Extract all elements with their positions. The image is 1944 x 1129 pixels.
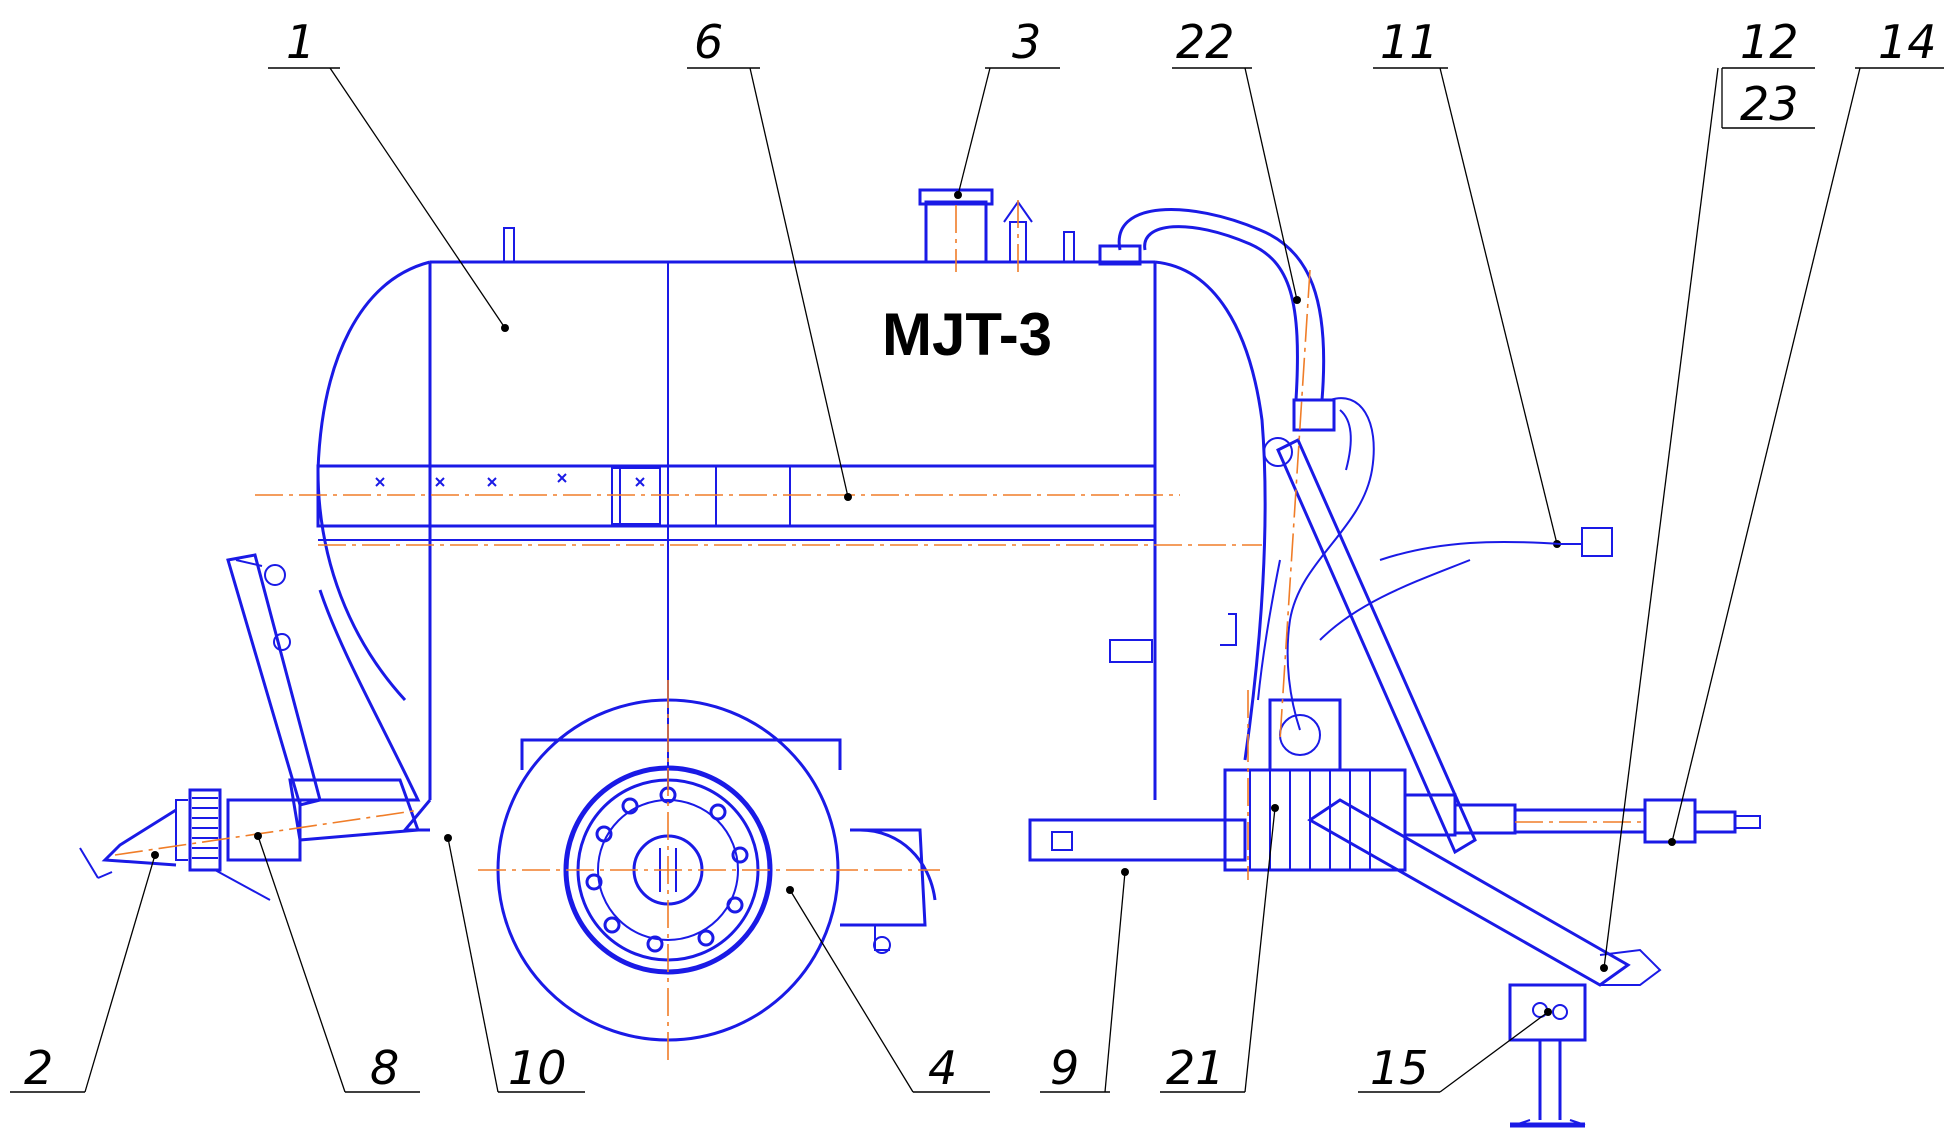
callout-10: 10 (508, 1041, 567, 1095)
callout-9: 9 (1050, 1041, 1079, 1095)
model-label: MJT-3 (882, 301, 1052, 368)
cable-connector (1379, 527, 1613, 561)
callout-12: 12 (1740, 15, 1799, 69)
callout-11: 11 (1380, 15, 1439, 69)
callout-4: 4 (928, 1041, 957, 1095)
callout-1: 1 (286, 15, 315, 69)
callout-leaders (10, 67, 1944, 1093)
band-cross-markers (375, 473, 645, 487)
callout-8: 8 (370, 1041, 399, 1095)
callout-15: 15 (1370, 1041, 1429, 1095)
callout-3: 3 (1012, 15, 1041, 69)
callout-14: 14 (1878, 15, 1937, 69)
callout-2: 2 (24, 1041, 53, 1095)
callout-23: 23 (1740, 77, 1799, 131)
callout-6: 6 (694, 15, 723, 69)
callout-21: 21 (1166, 1041, 1225, 1095)
centerlines (114, 200, 1645, 1060)
callout-numbers: 1 6 3 22 11 12 23 14 2 8 10 4 9 21 15 (24, 15, 1937, 1095)
callout-22: 22 (1176, 15, 1235, 69)
